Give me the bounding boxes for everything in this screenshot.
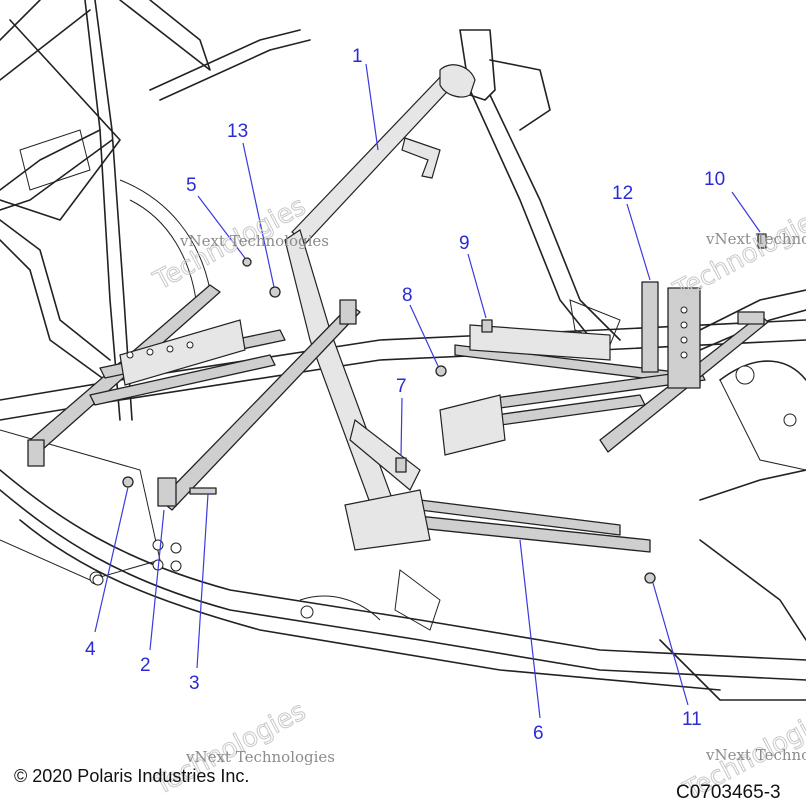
callout-9: 9 [459,233,470,254]
callouts: 1 2 3 4 5 6 7 8 9 10 11 12 13 [85,46,725,744]
nut-4 [122,476,134,488]
leader-lines [94,63,761,719]
copyright-notice: © 2020 Polaris Industries Inc. [14,766,249,786]
left-seat-rack [27,284,361,511]
bolt-3 [189,487,217,495]
nut-5 [242,257,252,267]
bolt-10 [757,233,767,249]
right-seat-rack [344,281,769,553]
callout-5: 5 [186,175,197,196]
callout-2: 2 [140,655,151,676]
drawing-code: C0703465-3 [676,782,781,803]
bolt-13 [269,286,281,298]
part-diagonal-brace [284,64,476,531]
main-frame [0,0,806,701]
callout-3: 3 [189,673,200,694]
callout-11: 11 [682,709,702,730]
callout-12: 12 [612,183,633,204]
callout-1: 1 [352,46,363,67]
bolt-9 [481,319,493,333]
nut-8 [435,365,447,377]
bolt-7 [395,457,407,473]
callout-8: 8 [402,285,413,306]
watermarks: Technologies vNext Technologies Technolo… [148,191,806,806]
watermark-2: vNext Technologies [705,230,806,248]
watermark-large-2: Technologies [668,201,806,306]
callout-6: 6 [533,723,544,744]
callout-10: 10 [704,169,725,190]
callout-4: 4 [85,639,96,660]
callout-13: 13 [227,121,248,142]
fasteners [122,233,767,584]
callout-7: 7 [396,376,407,397]
watermark-3: vNext Technologies [185,748,335,766]
nut-11 [644,572,656,584]
watermark-4: vNext Technologies [705,746,806,764]
watermark-1: vNext Technologies [179,232,329,250]
